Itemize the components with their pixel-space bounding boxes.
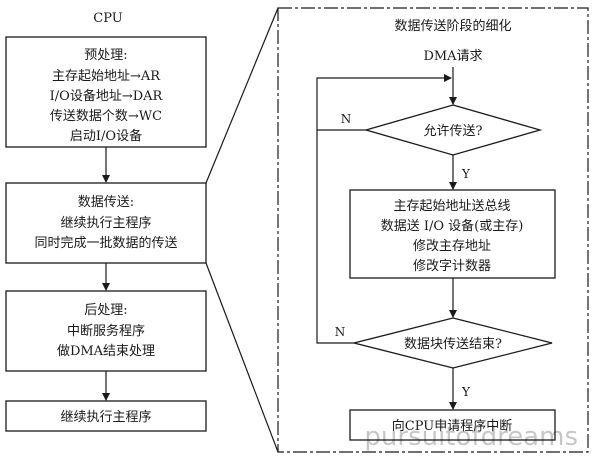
transfer-box bbox=[5, 182, 207, 264]
detail-title: 数据传送阶段的细化 bbox=[394, 18, 511, 34]
process-line-1: 主存起始地址送总线 bbox=[393, 199, 510, 214]
flow-allow-no-loop bbox=[316, 74, 452, 131]
preprocess-line-4: 启动I/O设备 bbox=[70, 128, 142, 144]
transfer-line-1: 继续执行主程序 bbox=[60, 216, 151, 231]
label-yes-done: Y bbox=[461, 385, 471, 399]
process-line-4: 修改字计数器 bbox=[413, 259, 491, 274]
flow-done-no-loop bbox=[316, 130, 354, 344]
postprocess-heading: 后处理: bbox=[84, 303, 127, 318]
postprocess-line-2: 做DMA结束处理 bbox=[57, 344, 155, 359]
preprocess-box bbox=[5, 36, 207, 148]
postprocess-box bbox=[5, 290, 207, 372]
decision-done-label: 数据块传送结束? bbox=[404, 337, 502, 352]
decision-allow-label: 允许传送? bbox=[424, 123, 483, 139]
preprocess-heading: 预处理: bbox=[84, 48, 127, 63]
interrupt-request-box bbox=[349, 409, 556, 441]
postprocess-line-1: 中断服务程序 bbox=[67, 323, 145, 339]
process-box bbox=[349, 189, 556, 279]
cpu-title: CPU bbox=[93, 11, 122, 26]
label-no-done: N bbox=[335, 325, 346, 339]
interrupt-request-label: 向CPU申请程序中断 bbox=[392, 418, 512, 434]
continue-main-box bbox=[5, 400, 207, 432]
transfer-line-2: 同时完成一批数据的传送 bbox=[34, 235, 177, 251]
zoom-connector-bottom bbox=[205, 262, 279, 453]
process-line-2: 数据送 I/O 设备(或主存) bbox=[381, 218, 524, 234]
preprocess-line-2: I/O设备地址→DAR bbox=[50, 88, 164, 104]
label-no-allow: N bbox=[341, 112, 352, 126]
detail-panel-frame bbox=[277, 7, 589, 453]
continue-main-label: 继续执行主程序 bbox=[60, 410, 151, 425]
watermark: pursuitofdreams bbox=[364, 422, 578, 452]
preprocess-line-3: 传送数据个数→WC bbox=[50, 109, 162, 124]
dma-request-label: DMA请求 bbox=[423, 49, 482, 64]
zoom-connector-top bbox=[205, 7, 279, 184]
label-yes-allow: Y bbox=[461, 167, 471, 181]
preprocess-line-1: 主存起始地址→AR bbox=[52, 69, 161, 84]
transfer-heading: 数据传送: bbox=[78, 195, 134, 210]
process-line-3: 修改主存地址 bbox=[413, 239, 491, 254]
